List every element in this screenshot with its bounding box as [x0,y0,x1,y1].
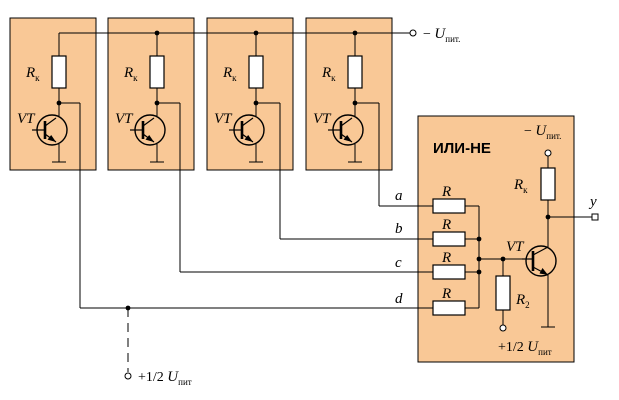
r2-bias-terminal [499,324,507,332]
cell-resistors [51,55,363,89]
bias-label: +1/2 Uпит [138,369,192,387]
input-resistor-a [432,198,466,214]
nor-title: ИЛИ-НЕ [433,140,491,157]
r-label-a: R [441,184,451,200]
rk-label-4: Rк [321,65,336,83]
vt-label-1: VT [17,111,36,127]
rk-resistor-2 [149,55,165,89]
nor-rk-resistor [540,167,556,201]
r-label-d: R [441,286,451,302]
nor-bias-label: +1/2 Uпит [498,339,552,357]
nor-rk-label: Rк [513,177,528,195]
labels: Rк VT Rк VT Rк VT Rк VT − Uпит. ИЛИ-НЕ −… [17,26,597,387]
r2-label: R2 [515,292,530,310]
supply-label: − Uпит. [423,26,460,44]
rk-label-2: Rк [123,65,138,83]
supply-terminal [409,29,417,37]
rk-resistor-1 [51,55,67,89]
input-label-d: d [395,291,403,307]
input-label-a: a [395,188,403,204]
rk-label-3: Rк [222,65,237,83]
nor-vt-label: VT [506,239,525,255]
bias-terminal [124,372,132,380]
nor-resistors [432,167,556,316]
terminals [124,29,599,380]
nor-supply-label: − Uпит. [524,123,561,141]
nor-supply-terminal [544,149,552,157]
vt-label-2: VT [115,111,134,127]
input-resistor-d [432,300,466,316]
vt-label-4: VT [313,111,332,127]
rk-label-1: Rк [25,65,40,83]
input-resistor-c [432,264,466,280]
vt-label-3: VT [214,111,233,127]
inverter-cell-1 [9,17,97,171]
input-resistor-b [432,231,466,247]
input-label-b: b [395,221,403,237]
r-label-b: R [441,217,451,233]
rk-resistor-4 [347,55,363,89]
input-label-c: c [395,255,402,271]
r-label-c: R [441,250,451,266]
output-label: y [588,194,597,210]
inverter-cell-2 [107,17,195,171]
r2-resistor [495,275,511,311]
junction-dots [56,30,551,311]
rk-resistor-3 [248,55,264,89]
nor-transistor [522,245,557,277]
output-terminal [591,213,599,221]
